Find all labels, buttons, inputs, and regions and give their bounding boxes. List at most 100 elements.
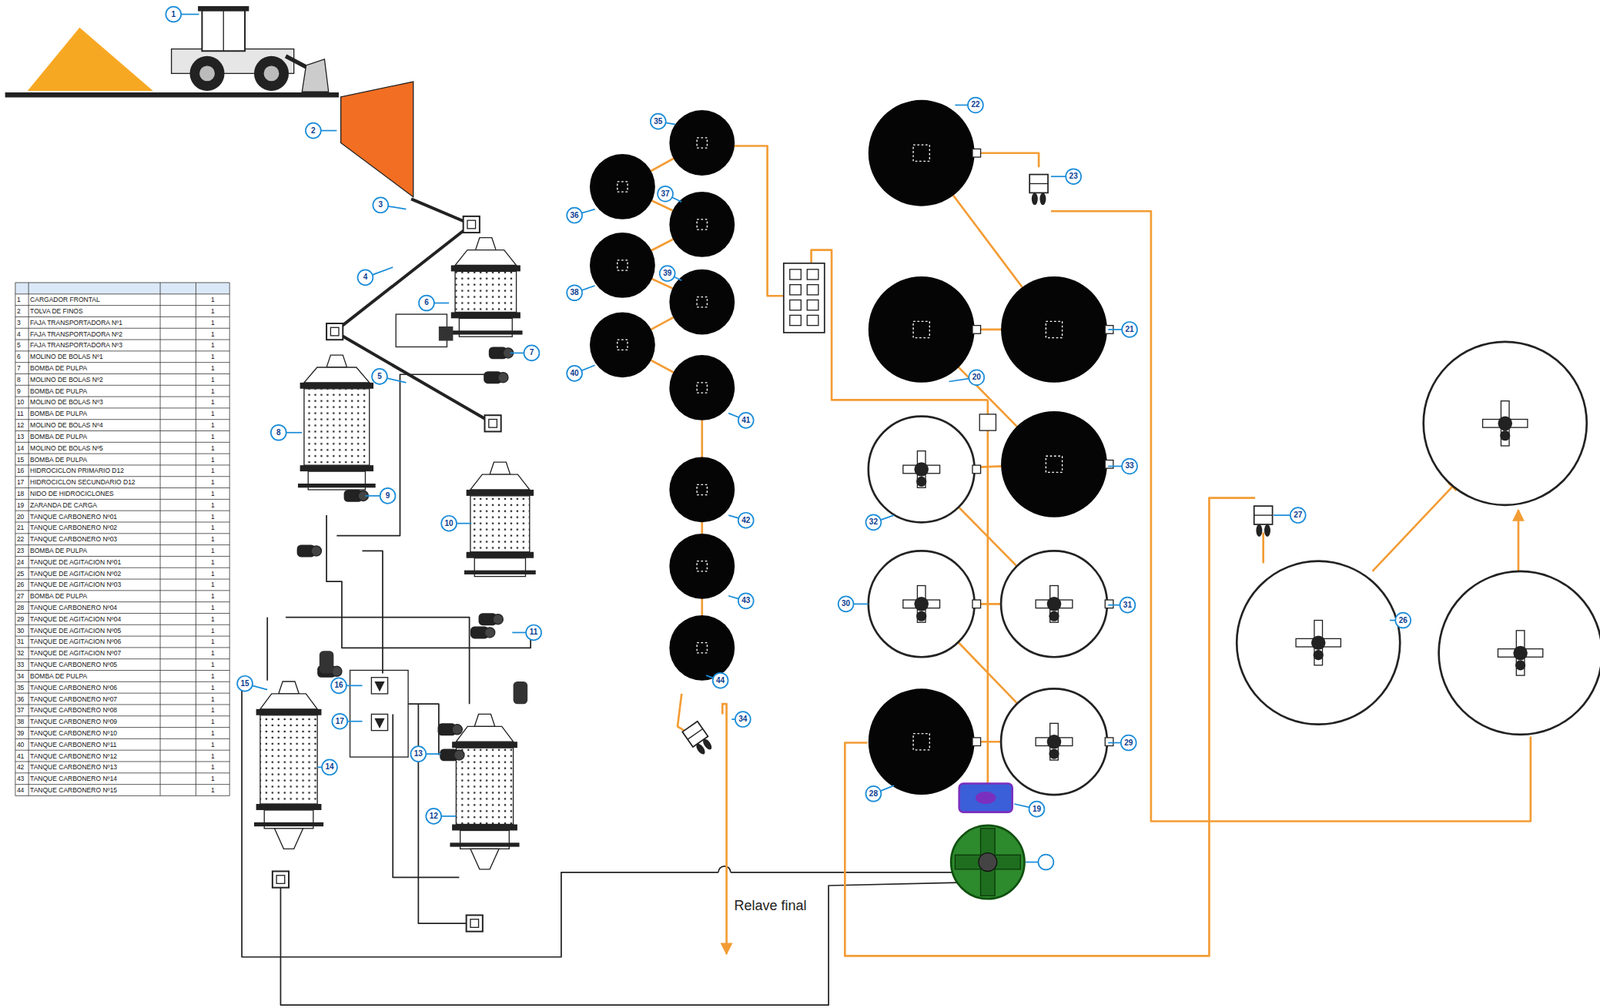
table-cell: 1 [210,364,215,372]
slurry-pump [483,371,509,384]
carbon-tank [669,457,735,523]
callout-circle [418,295,435,312]
table-rule [15,624,230,626]
table-rule [15,681,230,683]
table-rule [15,293,230,295]
table-cell: 1 [210,444,215,452]
table-rule [15,772,230,774]
table-cell: TANQUE CARBONERO Nº15 [30,786,118,794]
slurry-pump [1254,505,1273,537]
table-cell: 1 [210,741,215,749]
table-cell: 28 [16,604,24,612]
callout-circle [738,592,754,609]
table-cell: 1 [210,683,215,691]
callout-number: 41 [741,416,750,425]
transfer-box [272,870,289,888]
transfer-box [466,914,483,931]
table-cell: 1 [16,296,21,304]
ball-mill [254,681,324,849]
agitation-tank [1000,550,1114,657]
table-cell: BOMBA DE PULPA [30,433,88,441]
table-rule [15,783,230,785]
table-cell: NIDO DE HIDROCICLONES [30,490,114,498]
callout-circle [865,786,881,802]
table-cell: 1 [210,410,215,418]
pipe-line [1372,479,1460,572]
table-cell: MOLINO DE BOLAS Nº3 [30,398,104,406]
table-cell: 1 [210,626,215,634]
leader-line [706,675,713,678]
table-rule [15,373,230,375]
callout-number: 29 [1124,739,1133,747]
slurry-pump [1029,174,1048,206]
callout-number: 36 [570,211,580,220]
hydrocyclone [371,677,388,694]
table-rule [15,532,230,534]
table-cell: 7 [16,364,21,372]
leader-line [1107,465,1122,468]
table-rule [15,738,230,740]
table-cell: MOLINO DE BOLAS Nº2 [30,376,104,384]
table-rule [15,669,230,671]
carbon-tank [669,110,735,176]
callout-circle [321,759,338,775]
table-cell: BOMBA DE PULPA [30,387,88,395]
callout-number: 23 [1069,172,1078,181]
slurry-pump [297,544,322,557]
callout-number: 7 [529,348,535,357]
callout-number: 13 [414,749,423,758]
agitation-tank [1423,341,1587,506]
leader-line [1014,803,1029,807]
table-rule [15,579,230,580]
callout-circle [659,265,676,282]
callout-circle [358,269,374,285]
callout-number: 4 [363,273,369,282]
callout-circle [525,625,542,641]
callout-number: 32 [869,518,878,526]
leader-line [880,785,894,791]
pipe-line [280,882,959,1005]
table-cell: 39 [16,729,24,737]
table-cell: 20 [16,512,24,520]
table-cell: 1 [210,398,215,406]
callout-number: 22 [970,100,980,109]
callout-number: 9 [385,492,391,500]
pipe-line [1517,509,1520,571]
callout-number: 2 [311,127,316,135]
table-cell: FAJA TRANSPORTADORA Nº3 [30,341,123,349]
pipe-line [1051,210,1531,821]
table-cell: 44 [16,786,24,794]
callout-circle [1395,612,1411,629]
table-cell: 1 [210,535,215,543]
table-rule [15,441,230,443]
callout-circle [1037,854,1054,871]
table-rule [15,328,230,329]
table-cell: TANQUE CARBONERO Nº02 [30,524,118,532]
table-cell: 15 [16,455,24,463]
callout-circle [735,711,751,727]
table-rule [15,475,230,477]
table-cell: 1 [210,672,215,680]
table-rule [160,282,161,796]
leader-line [317,766,322,768]
table-cell: TANQUE DE AGITACION Nº06 [30,638,121,646]
carbon-tank [669,354,735,421]
table-cell: 43 [16,775,24,783]
table-rule [15,464,230,466]
table-cell: 30 [16,626,24,634]
table-cell: 1 [210,581,215,589]
carbon-tank [1000,276,1114,383]
table-cell: 1 [210,478,215,486]
table-cell: TANQUE CARBONERO Nº06 [30,683,118,691]
table-rule [15,715,230,717]
callout-circle [410,746,426,762]
callout-circle [566,284,583,301]
table-cell: HIDROCICLON PRIMARIO D12 [30,467,124,475]
table-cell: TANQUE CARBONERO Nº11 [30,741,117,749]
callout-number: 30 [841,599,851,608]
callout-circle [380,488,396,504]
callout-number: 10 [445,519,454,528]
table-cell: 3 [16,319,21,327]
leader-line [853,602,869,605]
